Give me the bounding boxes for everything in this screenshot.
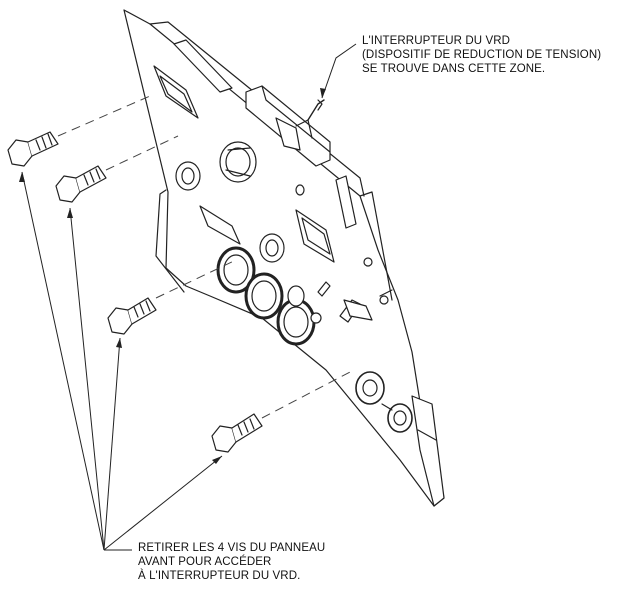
vrd-callout-line-1: L'INTERRUPTEUR DU VRD	[362, 35, 511, 47]
screws-callout-line-3: À L'INTERRUPTEUR DU VRD.	[138, 570, 301, 582]
vrd-callout-line-2: (DISPOSITIF DE REDUCTION DE TENSION)	[362, 49, 602, 61]
screw-leader-lines	[21, 171, 223, 551]
remove-screws-callout: RETIRER LES 4 VIS DU PANNEAU AVANT POUR …	[138, 541, 325, 583]
screws-callout-line-2: AVANT POUR ACCÉDER	[138, 556, 272, 568]
screw-4	[211, 413, 263, 453]
top-connectors	[153, 39, 233, 119]
vrd-leader-arrow	[320, 88, 326, 98]
vrd-location-callout: L'INTERRUPTEUR DU VRD (DISPOSITIF DE RED…	[362, 34, 601, 76]
knobs	[175, 141, 305, 263]
screw-1	[7, 131, 59, 167]
lower-controls	[355, 371, 413, 433]
screw-3	[107, 297, 157, 335]
vrd-callout-line-3: SE TROUVE DANS CETTE ZONE.	[362, 63, 546, 75]
screw-leader-arrows	[19, 172, 222, 464]
output-sockets	[216, 246, 316, 346]
vrd-leader-line	[321, 43, 357, 99]
screws-callout-line-1: RETIRER LES 4 VIS DU PANNEAU	[138, 542, 326, 554]
middle-connectors	[199, 205, 335, 263]
screw-2	[55, 165, 107, 203]
small-switches	[310, 257, 393, 324]
vrd-switch-block	[245, 85, 357, 229]
alignment-lines	[57, 95, 351, 419]
